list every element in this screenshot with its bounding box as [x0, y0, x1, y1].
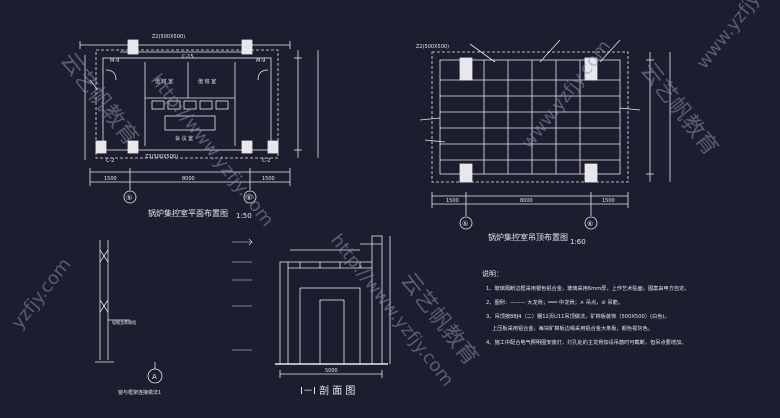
- grid-bubble-6-right: ⑥: [587, 220, 593, 228]
- window-detail-title: 窗与框架连接做法1: [118, 389, 161, 396]
- door-tag-right: M-9: [256, 58, 265, 64]
- plan-left-title: 锅炉集控室平面布置图: [148, 208, 228, 218]
- window-detail: [95, 240, 163, 384]
- plan-left-grid-bubbles: [123, 190, 257, 204]
- dim-middle: 8000: [182, 176, 195, 182]
- note-1: 1、玻璃隔断边框采用银色铝合金，玻璃采用6mm厚，上作艺术贴面，图案由甲方自定。: [486, 284, 689, 292]
- section-drawing: [275, 235, 391, 378]
- notes-heading: 说明：: [482, 269, 503, 278]
- dim-left: 1500: [104, 176, 117, 182]
- note-3: 3、吊顶按88J4（二）棚12页U11吊顶做法，矿棉板装饰（500X500）(白…: [486, 312, 670, 320]
- grid-bubble-5-left: ⑤: [126, 194, 132, 202]
- floor-plan-left: [79, 39, 319, 190]
- ceiling-plan-title: 锅炉集控室吊顶布置图: [488, 232, 568, 242]
- grid-bubble-6-left: ⑥: [246, 194, 252, 202]
- window-tag-top: C-15: [182, 54, 194, 60]
- detail-partition-label: 轻钢龙骨隔墙: [112, 319, 136, 325]
- detail-axis-bubble: A: [152, 373, 157, 381]
- section-dim-bottom: 5000: [325, 368, 338, 374]
- watermark-url-4: yzfjy.com: [7, 254, 75, 333]
- room-label-duty-2: 值 班 室: [198, 78, 216, 85]
- window-tag-bottom-left: C-2: [106, 158, 114, 164]
- section-title: I－I 剖 面 图: [300, 384, 355, 397]
- note-2: 2、图例：——— 大龙骨；═══ 中龙骨；× 吊点，⊘ 吊筋。: [486, 298, 623, 306]
- window-tag-bottom-right: C-2: [262, 158, 270, 164]
- room-label-duty-1: 值 班 室: [155, 78, 173, 85]
- dim-right: 1500: [262, 176, 275, 182]
- floor-plan-left-labels: Z2(500X500) Z3(500X500) M-9 M-9 C-15 C-2…: [104, 34, 275, 182]
- top-beam-tag: Z2(500X500): [152, 34, 185, 40]
- bottom-beam-tag: Z3(500X500): [145, 154, 178, 160]
- door-tag-left: M-9: [110, 58, 119, 64]
- ceiling-plan-scale: 1:60: [570, 238, 586, 246]
- watermark-url-5: www.yzfjy: [692, 0, 764, 73]
- ceiling-beam-tag: Z2(500X500): [416, 44, 449, 50]
- watermark-cn-3: 云艺帆教育: [635, 58, 722, 160]
- ceiling-plan-grid-bubbles: [459, 216, 598, 230]
- note-3b: 上压板采用铝合金，每块矿棉板边缘采用铝合金大条板，颜色视灰色。: [492, 324, 653, 332]
- note-4: 4、施工中配合电气照明图安装灯，灯孔处的主龙骨加设吊筋时可截断，但吊点要增加。: [486, 338, 686, 346]
- notes-block: 说明： 1、玻璃隔断边框采用银色铝合金，玻璃采用6mm厚，上作艺术贴面，图案由甲…: [482, 269, 689, 346]
- ceiling-dim-right: 1500: [602, 198, 615, 204]
- watermark-cn-1: 云艺帆教育: [55, 48, 142, 150]
- room-label-meeting: 会 议 室: [175, 135, 193, 142]
- grid-bubble-5-right: ⑤: [462, 220, 468, 228]
- plan-left-scale: 1:50: [236, 212, 252, 220]
- ceiling-plan: [419, 39, 671, 216]
- ceiling-dim-middle: 8000: [520, 198, 533, 204]
- level-marks: [232, 238, 253, 351]
- ceiling-dim-left: 1500: [446, 198, 459, 204]
